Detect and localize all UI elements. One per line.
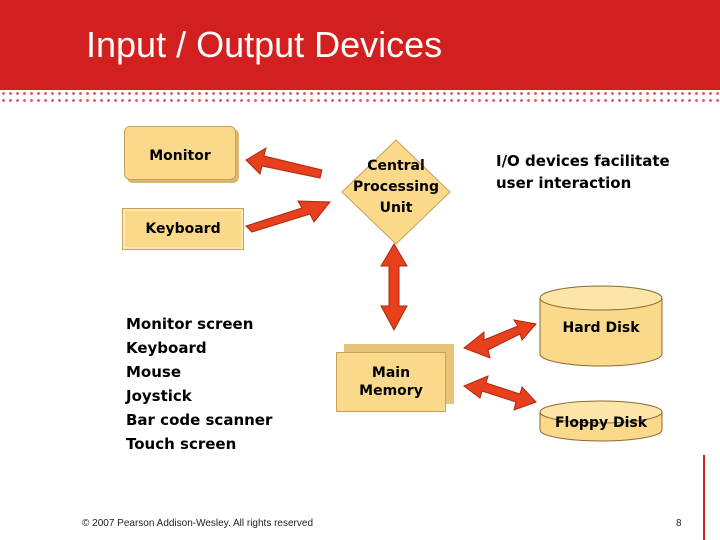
io-note-line: I/O devices facilitate — [496, 152, 670, 170]
arrow-cpu-keyboard — [245, 200, 332, 233]
floppy-disk-cylinder — [539, 400, 663, 442]
list-item: Bar code scanner — [126, 411, 273, 429]
hard-disk-label: Hard Disk — [562, 320, 640, 336]
page-number: 8 — [676, 518, 682, 529]
cpu-label-line: Unit — [379, 200, 413, 216]
keyboard-label: Keyboard — [145, 220, 221, 237]
list-item: Touch screen — [126, 435, 237, 453]
arrow-cpu-monitor — [245, 146, 323, 179]
list-item: Joystick — [126, 387, 192, 405]
cpu-label-line: Processing — [352, 179, 440, 195]
cpu-label: Central Processing Unit — [344, 156, 448, 219]
accent-line — [703, 455, 705, 540]
monitor-box: Monitor — [124, 126, 236, 180]
main-memory-label-line: Memory — [359, 383, 423, 399]
hard-disk-cylinder — [539, 285, 663, 367]
main-memory-box: Main Memory — [336, 352, 446, 412]
arrow-cpu-memory — [380, 243, 408, 332]
list-item: Monitor screen — [126, 315, 254, 333]
cpu-label-line: Central — [367, 158, 425, 174]
keyboard-box: Keyboard — [122, 208, 244, 250]
arrow-memory-harddisk — [463, 319, 537, 359]
cpu-node: Central Processing Unit — [344, 142, 448, 242]
monitor-label: Monitor — [149, 148, 211, 164]
io-note: I/O devices facilitate user interaction — [496, 151, 696, 195]
device-list: Monitor screen Keyboard Mouse Joystick B… — [126, 312, 272, 456]
main-memory-label-line: Main — [371, 364, 411, 381]
slide-title: Input / Output Devices — [86, 24, 443, 65]
main-memory-label: Main Memory — [359, 364, 423, 400]
dotted-divider — [0, 90, 720, 104]
list-item: Mouse — [126, 363, 182, 381]
list-item: Keyboard — [126, 339, 207, 357]
copyright-footer: © 2007 Pearson Addison-Wesley. All right… — [82, 518, 314, 529]
arrow-memory-floppy — [463, 375, 537, 411]
floppy-disk-label: Floppy Disk — [554, 415, 648, 431]
cpu-diamond — [341, 139, 451, 245]
title-bar: Input / Output Devices — [0, 0, 720, 90]
io-note-line: user interaction — [496, 173, 632, 192]
